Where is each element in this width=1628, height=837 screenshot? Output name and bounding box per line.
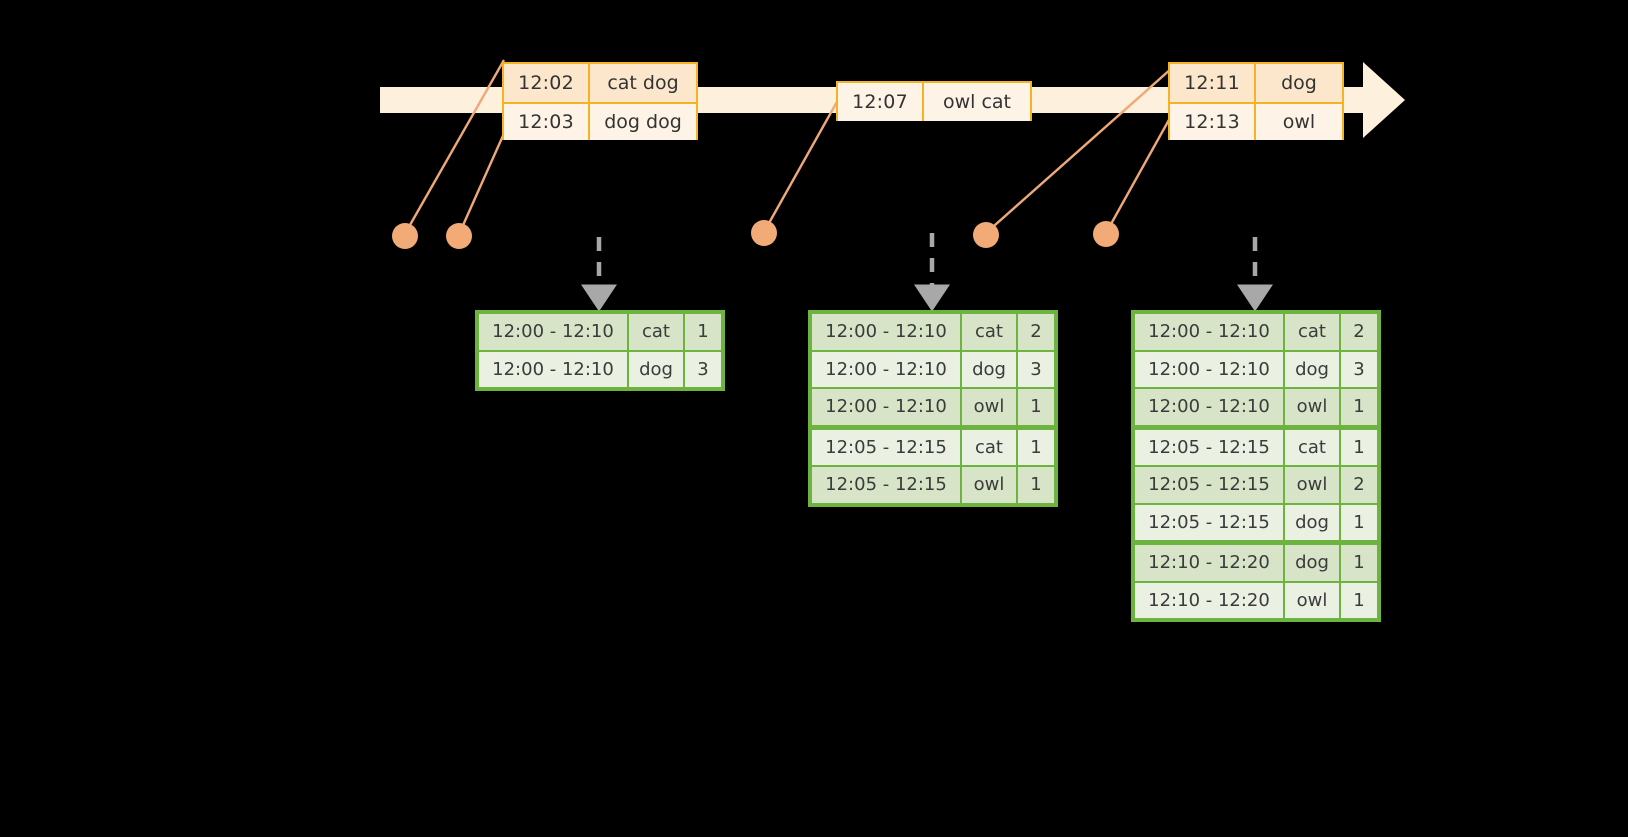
trigger-dots [392, 220, 1119, 249]
trigger-dot-3 [751, 220, 777, 246]
window-cell: 12:10 - 12:20 [1135, 582, 1283, 618]
event-row[interactable]: 12:11 dog [1170, 64, 1342, 102]
event-text: cat dog [590, 64, 696, 102]
count-cell: 2 [1018, 314, 1054, 350]
event-row[interactable]: 12:03 dog dog [504, 102, 696, 140]
event-row[interactable]: 12:07 owl cat [838, 83, 1030, 121]
count-cell: 1 [1341, 582, 1377, 618]
count-cell: 2 [1341, 314, 1377, 350]
window-cell: 12:05 - 12:15 [1135, 467, 1283, 503]
window-cell: 12:00 - 12:10 [812, 314, 960, 350]
window-cell: 12:05 - 12:15 [812, 429, 960, 465]
event-box-1[interactable]: 12:02 cat dog 12:03 dog dog [502, 62, 698, 140]
window-cell: 12:00 - 12:10 [812, 351, 960, 387]
event-row[interactable]: 12:13 owl [1170, 102, 1342, 140]
count-cell: 1 [1018, 467, 1054, 503]
count-cell: 1 [1341, 389, 1377, 425]
event-time: 12:03 [504, 104, 590, 140]
connector-line-1 [404, 59, 506, 233]
window-cell: 12:05 - 12:15 [812, 467, 960, 503]
event-box-2[interactable]: 12:07 owl cat [836, 81, 1032, 121]
window-cell: 12:00 - 12:10 [812, 389, 960, 425]
event-time: 12:13 [1170, 104, 1256, 140]
connector-line-5 [1104, 117, 1172, 234]
event-text: owl cat [924, 83, 1030, 121]
trigger-dot-2 [446, 223, 472, 249]
key-cell: cat [629, 314, 683, 350]
key-cell: cat [962, 429, 1016, 465]
count-cell: 1 [1341, 429, 1377, 465]
event-time: 12:02 [504, 64, 590, 102]
dashed-arrows [581, 233, 1273, 312]
key-cell: cat [1285, 314, 1339, 350]
trigger-dot-5 [1093, 221, 1119, 247]
window-cell: 12:10 - 12:20 [1135, 545, 1283, 581]
count-cell: 3 [685, 351, 721, 387]
count-cell: 2 [1341, 467, 1377, 503]
key-cell: owl [1285, 582, 1339, 618]
count-cell: 3 [1018, 351, 1054, 387]
key-cell: dog [629, 351, 683, 387]
event-time: 12:07 [838, 83, 924, 121]
event-text: dog dog [590, 104, 696, 140]
key-cell: dog [1285, 504, 1339, 540]
key-cell: cat [962, 314, 1016, 350]
window-cell: 12:05 - 12:15 [1135, 504, 1283, 540]
event-text: owl [1256, 104, 1342, 140]
key-cell: dog [962, 351, 1016, 387]
count-cell: 1 [1341, 545, 1377, 581]
event-box-3[interactable]: 12:11 dog 12:13 owl [1168, 62, 1344, 140]
window-cell: 12:05 - 12:15 [1135, 429, 1283, 465]
window-cell: 12:00 - 12:10 [1135, 389, 1283, 425]
count-cell: 1 [1341, 504, 1377, 540]
count-cell: 1 [1018, 429, 1054, 465]
key-cell: cat [1285, 429, 1339, 465]
window-cell: 12:00 - 12:10 [1135, 314, 1283, 350]
event-text: dog [1256, 64, 1342, 102]
event-row[interactable]: 12:02 cat dog [504, 64, 696, 102]
key-cell: dog [1285, 545, 1339, 581]
count-cell: 1 [685, 314, 721, 350]
event-time: 12:11 [1170, 64, 1256, 102]
count-cell: 1 [1018, 389, 1054, 425]
window-cell: 12:00 - 12:10 [479, 314, 627, 350]
key-cell: owl [1285, 389, 1339, 425]
key-cell: owl [962, 467, 1016, 503]
count-cell: 3 [1341, 351, 1377, 387]
window-cell: 12:00 - 12:10 [1135, 351, 1283, 387]
trigger-dot-4 [973, 222, 999, 248]
key-cell: dog [1285, 351, 1339, 387]
connector-line-3 [762, 99, 840, 233]
window-cell: 12:00 - 12:10 [479, 351, 627, 387]
key-cell: owl [1285, 467, 1339, 503]
trigger-dot-1 [392, 223, 418, 249]
key-cell: owl [962, 389, 1016, 425]
